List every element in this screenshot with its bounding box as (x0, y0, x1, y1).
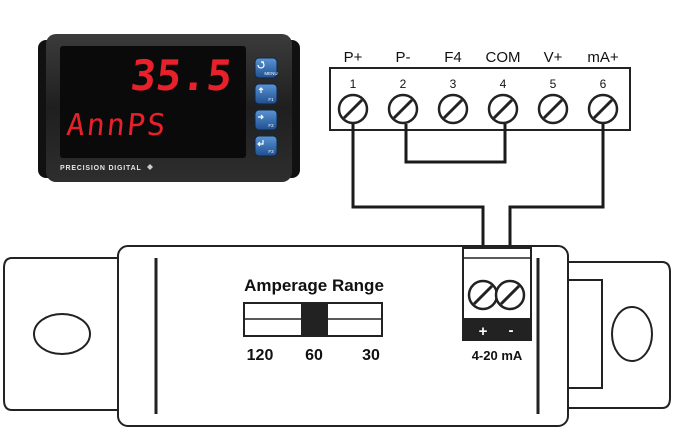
terminal-block-body (329, 67, 631, 131)
button-face (254, 135, 278, 157)
screw-slot (472, 284, 494, 306)
output-terminal-base (463, 318, 531, 340)
right-mounting-hole (611, 306, 653, 362)
screw-slot (492, 98, 514, 120)
terminal-screw-4[interactable] (487, 93, 519, 125)
meter-brand-label: PRECISION DIGITAL (60, 165, 142, 172)
meter-button-menu[interactable]: MENU (254, 57, 278, 79)
terminal-name-1: P+ (344, 49, 363, 66)
wire-jumper-p-minus-to-com (404, 124, 507, 164)
terminal-name-5: V+ (544, 49, 563, 66)
screw-slot (499, 284, 521, 306)
meter-button-label: F3 (268, 149, 274, 154)
up-arrow-icon (258, 87, 264, 93)
terminal-name-6: mA+ (587, 49, 619, 66)
range-option-60: 60 (305, 347, 323, 364)
range-switch-slider[interactable] (301, 303, 328, 336)
left-mounting-hole (33, 313, 91, 355)
range-option-120: 120 (247, 347, 274, 364)
meter-unit-text: AnnPS (65, 108, 169, 143)
output-screw-minus[interactable] (494, 279, 526, 311)
meter-main-reading: 35.5 (128, 51, 234, 100)
terminal-number-1: 1 (350, 77, 357, 91)
screw-slot (442, 98, 464, 120)
current-sensor: Amperage Range 120 60 30 + - 4-20 mA (3, 245, 671, 427)
wiring (351, 124, 605, 282)
range-option-30: 30 (362, 347, 380, 364)
button-face (254, 57, 278, 79)
screw-slot (542, 98, 564, 120)
screw-slot (342, 98, 364, 120)
terminal-screw-3[interactable] (437, 93, 469, 125)
terminal-screw-5[interactable] (537, 93, 569, 125)
terminal-number-4: 4 (500, 77, 507, 91)
amperage-range-title: Amperage Range (244, 276, 384, 295)
terminal-screw-6[interactable] (587, 93, 619, 125)
screw-slot (392, 98, 414, 120)
range-option-labels: 120 60 30 (247, 347, 380, 364)
brand-logo-icon (147, 164, 153, 170)
terminal-screw-row: 1 2 3 4 5 6 (337, 77, 619, 125)
button-face (254, 109, 278, 131)
enter-icon (257, 140, 264, 147)
terminal-number-3: 3 (450, 77, 457, 91)
terminal-screw-2[interactable] (387, 93, 419, 125)
meter-button-f1[interactable]: F1 (254, 83, 278, 105)
meter-display-window (60, 46, 246, 158)
meter-button-f2[interactable]: F2 (254, 109, 278, 131)
right-arrow-icon (258, 114, 264, 120)
terminal-name-2: P- (396, 49, 411, 66)
wire-p-plus-to-sensor-plus (351, 124, 485, 282)
button-face (254, 83, 278, 105)
output-signal-label: 4-20 mA (472, 348, 523, 363)
output-plus-sign: + (479, 323, 488, 340)
terminal-label-row: P+ P- F4 COM V+ mA+ (344, 49, 619, 66)
right-bracket-insert (565, 279, 603, 389)
terminal-name-3: F4 (444, 49, 462, 66)
terminal-name-4: COM (486, 49, 521, 66)
meter-button-label: MENU (264, 71, 277, 76)
screw-slot (592, 98, 614, 120)
meter-button-f3[interactable]: F3 (254, 135, 278, 157)
meter-button-label: F2 (268, 123, 274, 128)
terminal-block: P+ P- F4 COM V+ mA+ 1 2 3 4 5 6 (329, 49, 631, 131)
output-minus-sign: - (509, 322, 514, 339)
output-screw-plus[interactable] (467, 279, 499, 311)
menu-icon (257, 61, 265, 69)
meter-button-label: F1 (268, 97, 274, 102)
terminal-number-6: 6 (600, 77, 607, 91)
terminal-number-2: 2 (400, 77, 407, 91)
wire-ma-plus-to-sensor-minus (508, 124, 605, 282)
terminal-number-5: 5 (550, 77, 557, 91)
terminal-screw-1[interactable] (337, 93, 369, 125)
